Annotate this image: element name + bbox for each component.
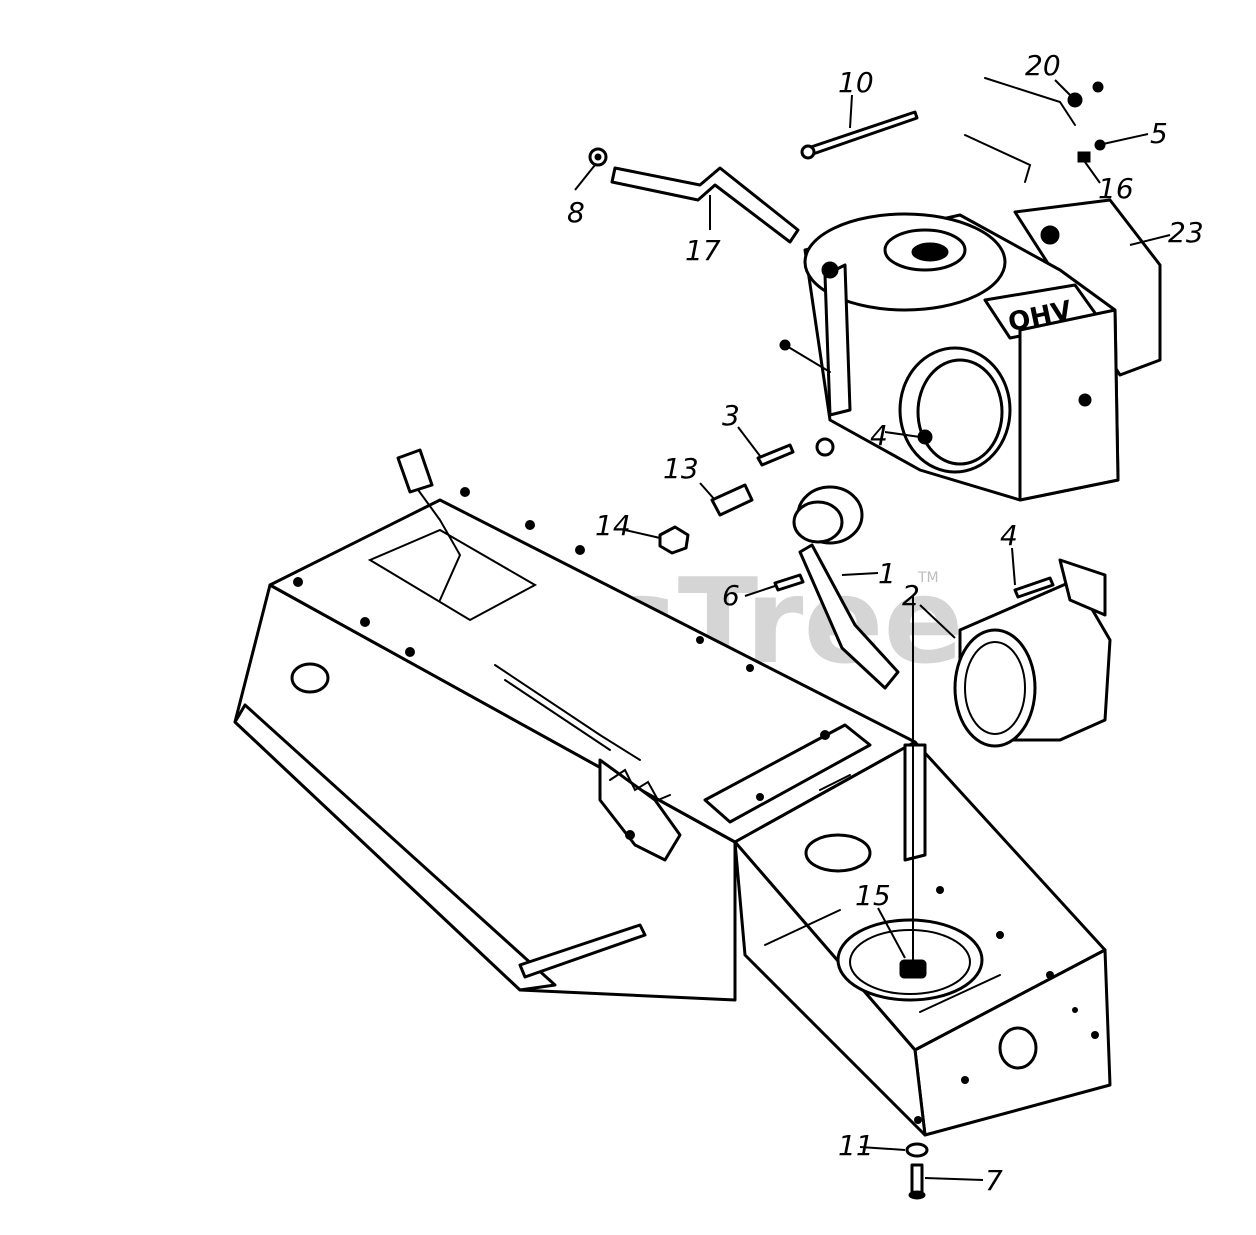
callout-leaders <box>574 79 1171 1181</box>
callout-15[interactable]: 15 <box>855 879 891 912</box>
part-8-clamp[interactable] <box>588 147 608 167</box>
part-15-spacer[interactable] <box>899 595 927 979</box>
part-14-cap[interactable] <box>658 525 690 555</box>
callout-16[interactable]: 16 <box>1098 172 1134 205</box>
watermark-tm: TM <box>917 570 939 586</box>
part-23-engine[interactable] <box>779 198 1162 502</box>
part-1-muffler[interactable] <box>792 485 900 690</box>
callout-11[interactable]: 11 <box>838 1129 874 1162</box>
part-4a-bolt[interactable] <box>917 429 933 445</box>
part-20-cable[interactable] <box>984 77 1104 126</box>
part-16-cable[interactable] <box>964 134 1106 183</box>
callout-1[interactable]: 1 <box>878 557 896 590</box>
callout-8[interactable]: 8 <box>567 196 585 229</box>
part-10-bolt[interactable] <box>800 110 919 160</box>
part-17-tube[interactable] <box>610 166 800 244</box>
callout-23[interactable]: 23 <box>1168 216 1204 249</box>
part-7-screw[interactable] <box>908 1163 926 1200</box>
callout-10[interactable]: 10 <box>838 66 874 99</box>
frame-assembly[interactable] <box>233 448 1112 1137</box>
callout-3[interactable]: 3 <box>722 399 740 432</box>
callout-5[interactable]: 5 <box>1150 117 1168 150</box>
part-6-screw[interactable] <box>773 573 805 592</box>
callout-4a[interactable]: 4 <box>870 419 888 452</box>
callouts: 8 17 10 20 5 16 23 3 4 13 14 4 6 1 2 15 … <box>567 49 1204 1197</box>
callout-13[interactable]: 13 <box>663 452 699 485</box>
callout-2[interactable]: 2 <box>902 579 920 612</box>
part-3-bolt[interactable] <box>756 437 835 467</box>
part-11-washer[interactable] <box>905 1142 929 1158</box>
part-13-spacer[interactable] <box>710 483 754 517</box>
part-2-heat-shield[interactable] <box>953 558 1112 748</box>
callout-17[interactable]: 17 <box>685 234 721 267</box>
callout-7[interactable]: 7 <box>985 1164 1003 1197</box>
callout-4b[interactable]: 4 <box>1000 519 1018 552</box>
callout-6[interactable]: 6 <box>722 579 740 612</box>
part-4b-bolt[interactable] <box>1013 576 1055 599</box>
callout-20[interactable]: 20 <box>1025 49 1061 82</box>
callout-14[interactable]: 14 <box>595 509 631 542</box>
